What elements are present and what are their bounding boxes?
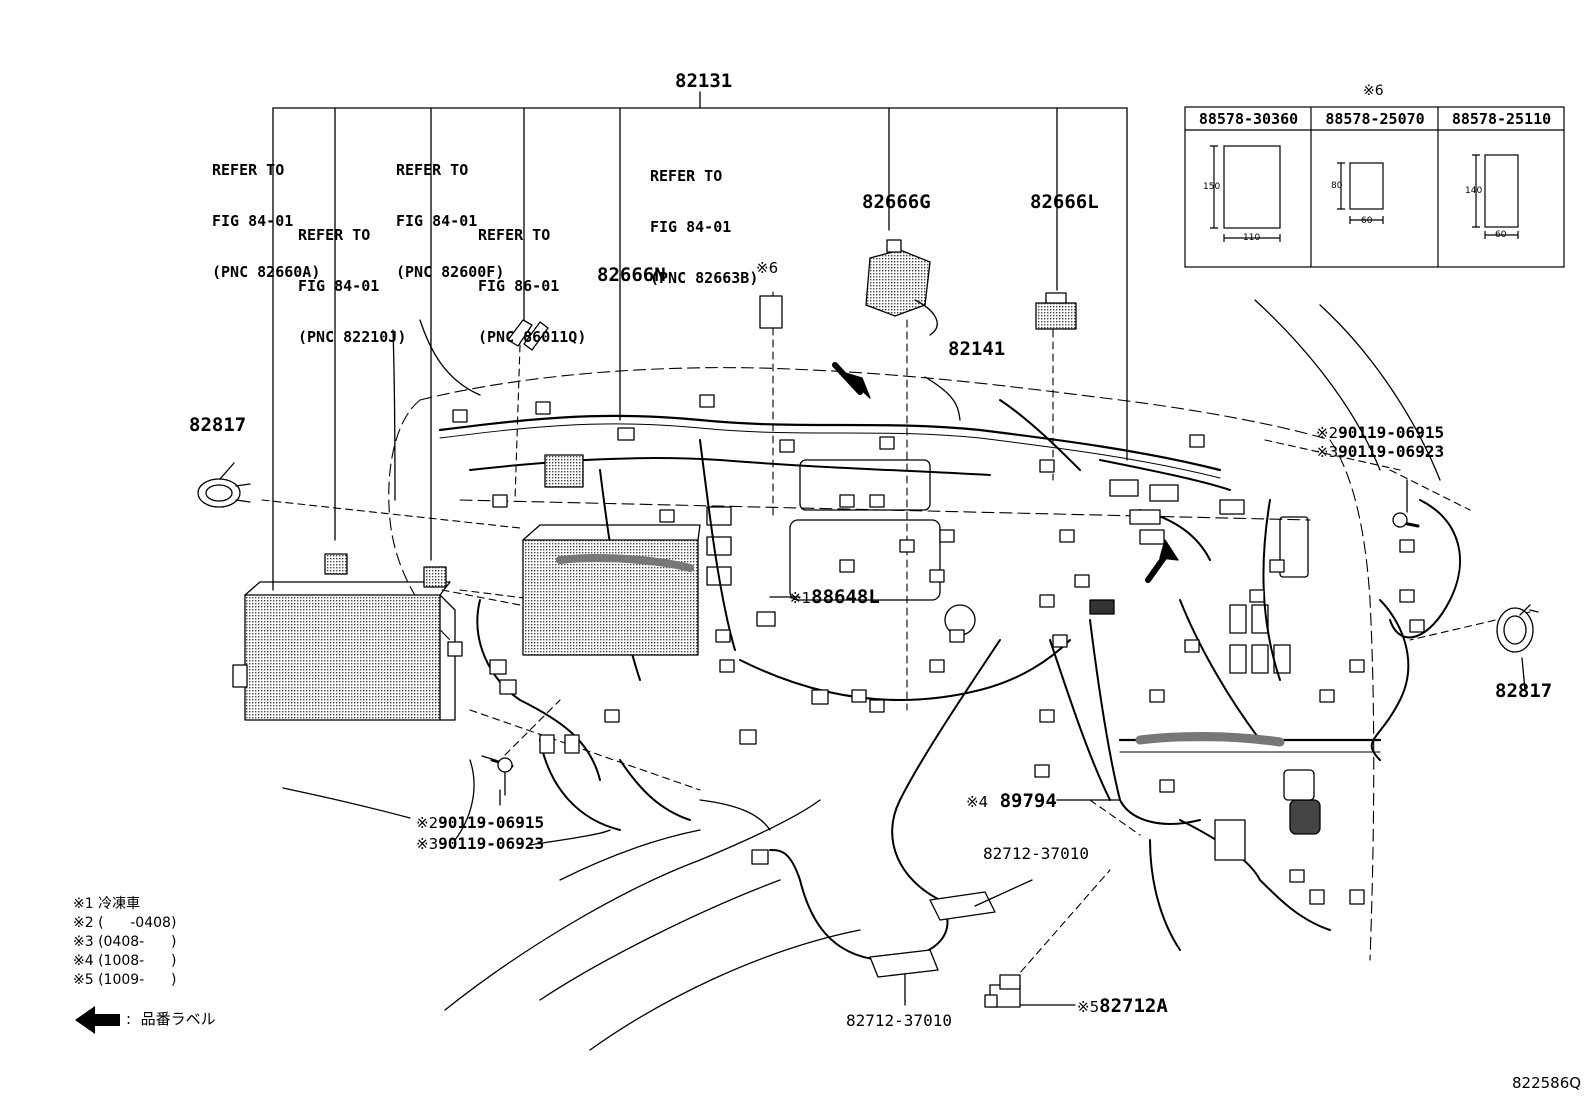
legend-mark: ※1 <box>73 896 94 912</box>
legend-text: (0408- ) <box>98 934 177 950</box>
bolt-right-b-label[interactable]: 90119-06923 <box>1338 442 1445 461</box>
ref-line: (PNC 82600F) <box>396 263 505 281</box>
bolt-right-a-row[interactable]: ※290119-06915 <box>1316 425 1444 441</box>
mark-5: ※5 <box>1077 998 1100 1016</box>
fuse-block-drawing <box>244 594 441 721</box>
plate-82712-top <box>929 891 996 921</box>
ref-line: REFER TO <box>396 161 469 179</box>
relay-82666l-drawing <box>1035 302 1077 330</box>
mark-3-right: ※3 <box>1316 443 1339 461</box>
legend-mark: ※3 <box>73 934 94 950</box>
legend-row: ※1 冷凍車 <box>73 895 176 914</box>
grommet-82817-left <box>197 478 241 508</box>
ref-line: FIG 84-01 <box>396 212 478 230</box>
relay-82666n-drawing <box>544 454 584 488</box>
bolt-right-drawing <box>1392 479 1420 528</box>
part-82141-label[interactable]: 82141 <box>948 338 1006 360</box>
dim-h-2: 80 <box>1331 181 1343 191</box>
ref-line: REFER TO <box>478 226 551 244</box>
legend-text: 冷凍車 <box>98 896 141 912</box>
dim-w-3: 60 <box>1495 230 1507 240</box>
ref-82210j[interactable]: REFER TO FIG 84-01 (PNC 82210J) <box>298 193 406 380</box>
dim-w-1: 110 <box>1243 233 1261 243</box>
part-82712a-label[interactable]: 82712A <box>1099 995 1168 1017</box>
grommet-82817-right <box>1496 607 1534 653</box>
ref-line: (PNC 86011Q) <box>478 328 587 346</box>
label-table-header-3[interactable]: 88578-25110 <box>1451 110 1552 128</box>
legend-notes: ※1 冷凍車 ※2 ( -0408) ※3 (0408- ) ※4 (1008-… <box>73 895 176 990</box>
ref-82600f[interactable]: REFER TO FIG 84-01 (PNC 82600F) <box>396 128 504 315</box>
mark-3-left: ※3 <box>416 835 439 853</box>
bolt-left-b-label[interactable]: 90119-06923 <box>438 834 545 853</box>
relay-82666g-drawing <box>865 249 931 317</box>
legend-arrow-icon <box>75 1006 120 1034</box>
bolt-left-b-row[interactable]: ※390119-06923 <box>416 836 544 852</box>
bolt-left-a-label[interactable]: 90119-06915 <box>438 813 545 832</box>
ref-line: (PNC 82210J) <box>298 328 407 346</box>
mark-2-right: ※2 <box>1316 424 1339 442</box>
part-82666l-label[interactable]: 82666L <box>1030 191 1099 213</box>
part-82712a-row[interactable]: ※582712A <box>1077 997 1168 1016</box>
part-82712-37010-top-label[interactable]: 82712-37010 <box>983 844 1089 863</box>
part-82131-label[interactable]: 82131 <box>675 70 733 92</box>
dim-h-1: 150 <box>1203 182 1221 192</box>
dim-h-3: 140 <box>1465 186 1483 196</box>
legend-arrow-text: : 品番ラベル <box>126 1010 216 1028</box>
part-82817-right-label[interactable]: 82817 <box>1495 680 1553 702</box>
ref-82660a[interactable]: REFER TO FIG 84-01 (PNC 82660A) <box>212 128 320 315</box>
ref-line: FIG 84-01 <box>298 277 380 295</box>
mark-4: ※4 <box>966 793 989 811</box>
ref-line: FIG 84-01 <box>650 218 732 236</box>
plate-82712-bottom <box>869 949 939 978</box>
ref-line: (PNC 82660A) <box>212 263 321 281</box>
part-88648l-label[interactable]: 88648L <box>811 586 880 608</box>
part-82666g-label[interactable]: 82666G <box>862 191 931 213</box>
mark-1: ※1 <box>789 589 812 607</box>
legend-row: ※4 (1008- ) <box>73 952 176 971</box>
mark-6-label: ※6 <box>756 259 779 277</box>
ref-line: REFER TO <box>650 167 723 185</box>
bolt-left-drawing <box>481 755 514 796</box>
bolt-right-a-label[interactable]: 90119-06915 <box>1338 423 1445 442</box>
part-82666n-label[interactable]: 82666N <box>597 264 666 286</box>
bolt-left-a-row[interactable]: ※290119-06915 <box>416 815 544 831</box>
part-89794-row[interactable]: ※4 89794 <box>966 792 1057 811</box>
legend-mark: ※4 <box>73 953 94 969</box>
label-table-frame <box>1184 106 1565 268</box>
legend-row: ※2 ( -0408) <box>73 914 176 933</box>
label-blank-6 <box>759 295 783 329</box>
legend-row: ※5 (1009- ) <box>73 971 176 990</box>
ref-line: FIG 84-01 <box>212 212 294 230</box>
ref-line: REFER TO <box>298 226 371 244</box>
part-88648l-row[interactable]: ※188648L <box>789 588 880 607</box>
figure-id: 822586Q <box>1512 1074 1582 1092</box>
legend-text: (1009- ) <box>98 972 177 988</box>
legend-mark: ※5 <box>73 972 94 988</box>
label-table-mark: ※6 <box>1363 83 1384 99</box>
ref-line: REFER TO <box>212 161 285 179</box>
legend-mark: ※2 <box>73 915 94 931</box>
part-82712-37010-bottom-label[interactable]: 82712-37010 <box>846 1011 952 1030</box>
legend-row: ※3 (0408- ) <box>73 933 176 952</box>
label-table-header-2[interactable]: 88578-25070 <box>1325 110 1425 128</box>
legend-text: (1008- ) <box>98 953 177 969</box>
ref-line: FIG 86-01 <box>478 277 560 295</box>
bolt-right-b-row[interactable]: ※390119-06923 <box>1316 444 1444 460</box>
mark-2-left: ※2 <box>416 814 439 832</box>
part-89794-label[interactable]: 89794 <box>999 790 1057 812</box>
label-table-header-1[interactable]: 88578-30360 <box>1198 110 1299 128</box>
part-82817-left-label[interactable]: 82817 <box>189 414 247 436</box>
dim-w-2: 60 <box>1361 216 1373 226</box>
legend-text: ( -0408) <box>98 915 177 931</box>
ref-line: (PNC 82663B) <box>650 269 759 287</box>
ref-86011q[interactable]: REFER TO FIG 86-01 (PNC 86011Q) <box>478 193 586 380</box>
ref-82663b[interactable]: REFER TO FIG 84-01 (PNC 82663B) <box>650 134 758 321</box>
